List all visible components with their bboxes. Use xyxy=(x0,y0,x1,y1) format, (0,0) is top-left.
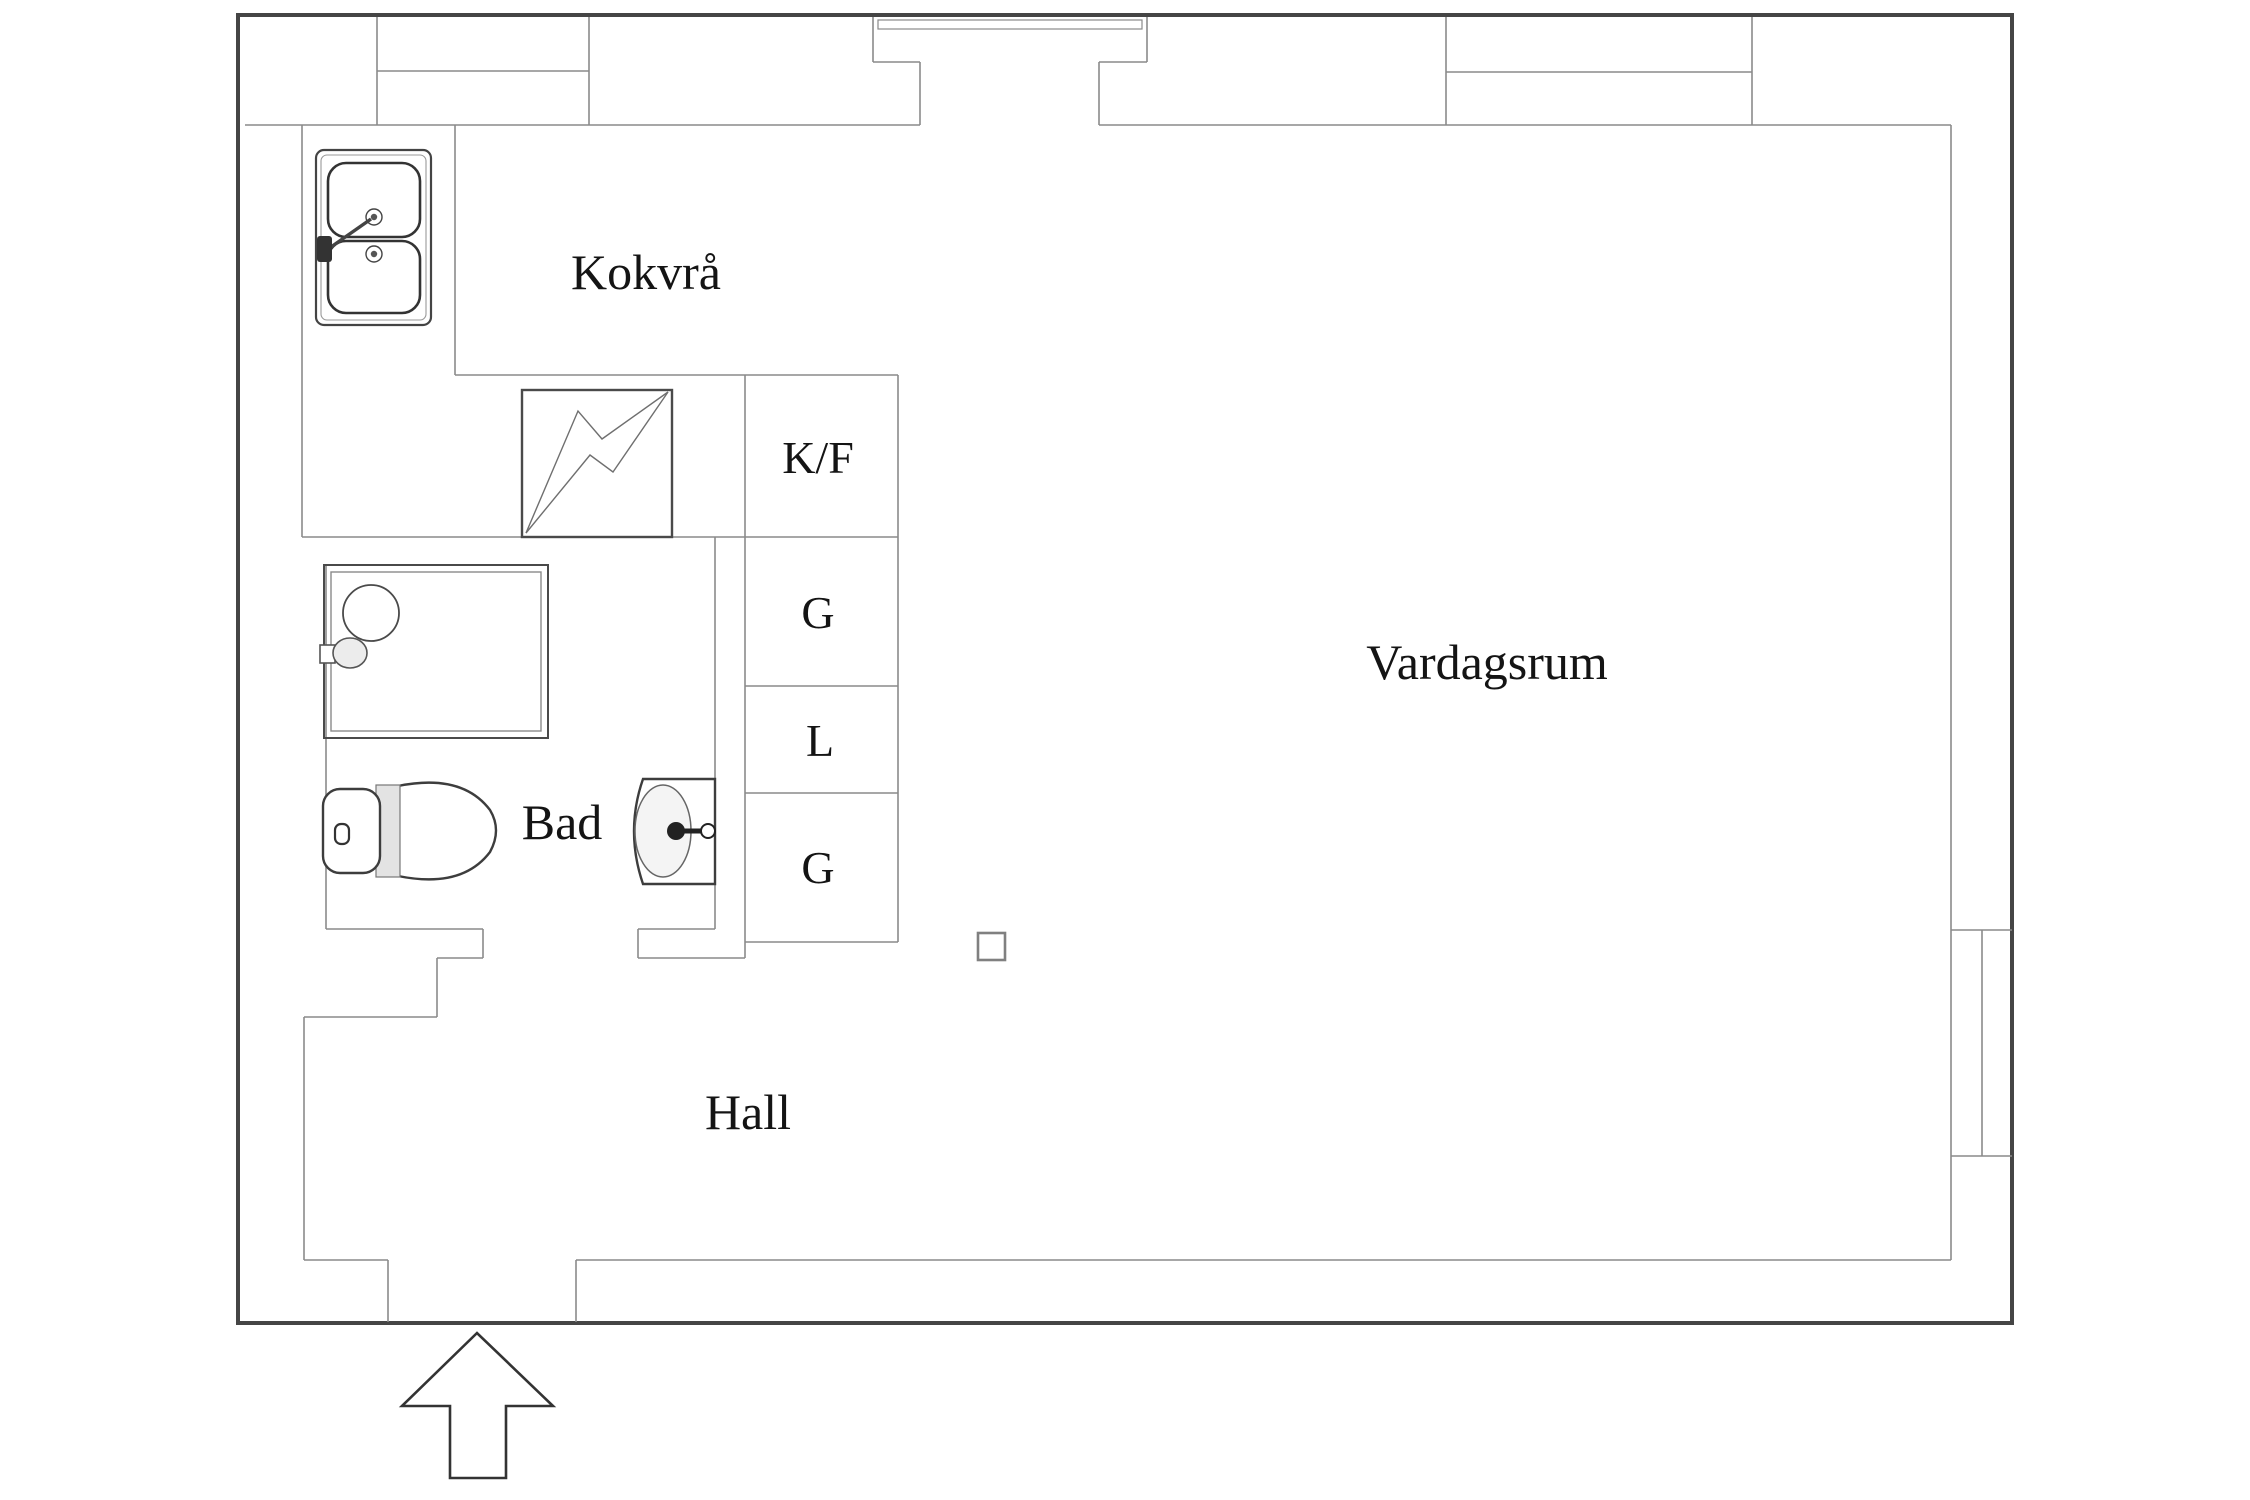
pillar-icon xyxy=(976,931,1007,962)
shower-enclosure-icon xyxy=(319,564,549,739)
closet-column xyxy=(744,375,899,958)
hall-walls xyxy=(303,537,745,1260)
window-icon xyxy=(376,17,590,125)
washbasin-icon xyxy=(632,777,717,886)
room-label-kitchen: Kokvrå xyxy=(571,244,721,300)
outer-walls xyxy=(236,13,2014,1325)
round-basin-icon xyxy=(342,584,400,642)
shower-mixer-icon xyxy=(319,637,368,669)
toilet-icon xyxy=(321,781,498,881)
bottom-wall-interior xyxy=(304,1259,1951,1322)
window-icon xyxy=(1445,17,1753,125)
window-icon xyxy=(1951,929,2012,1157)
closet-label-g1: G xyxy=(801,587,834,638)
balcony-door-icon xyxy=(872,17,1148,125)
closet-label-l: L xyxy=(806,715,834,766)
room-label-hall: Hall xyxy=(705,1084,791,1140)
entrance-arrow-icon xyxy=(398,1331,557,1480)
room-label-bathroom: Bad xyxy=(522,794,603,850)
closet-label-kf: K/F xyxy=(782,432,854,483)
electrical-panel-icon xyxy=(520,388,674,539)
kitchen-sink-icon xyxy=(314,148,433,327)
room-label-living: Vardagsrum xyxy=(1366,634,1608,690)
closet-label-g2: G xyxy=(801,842,834,893)
